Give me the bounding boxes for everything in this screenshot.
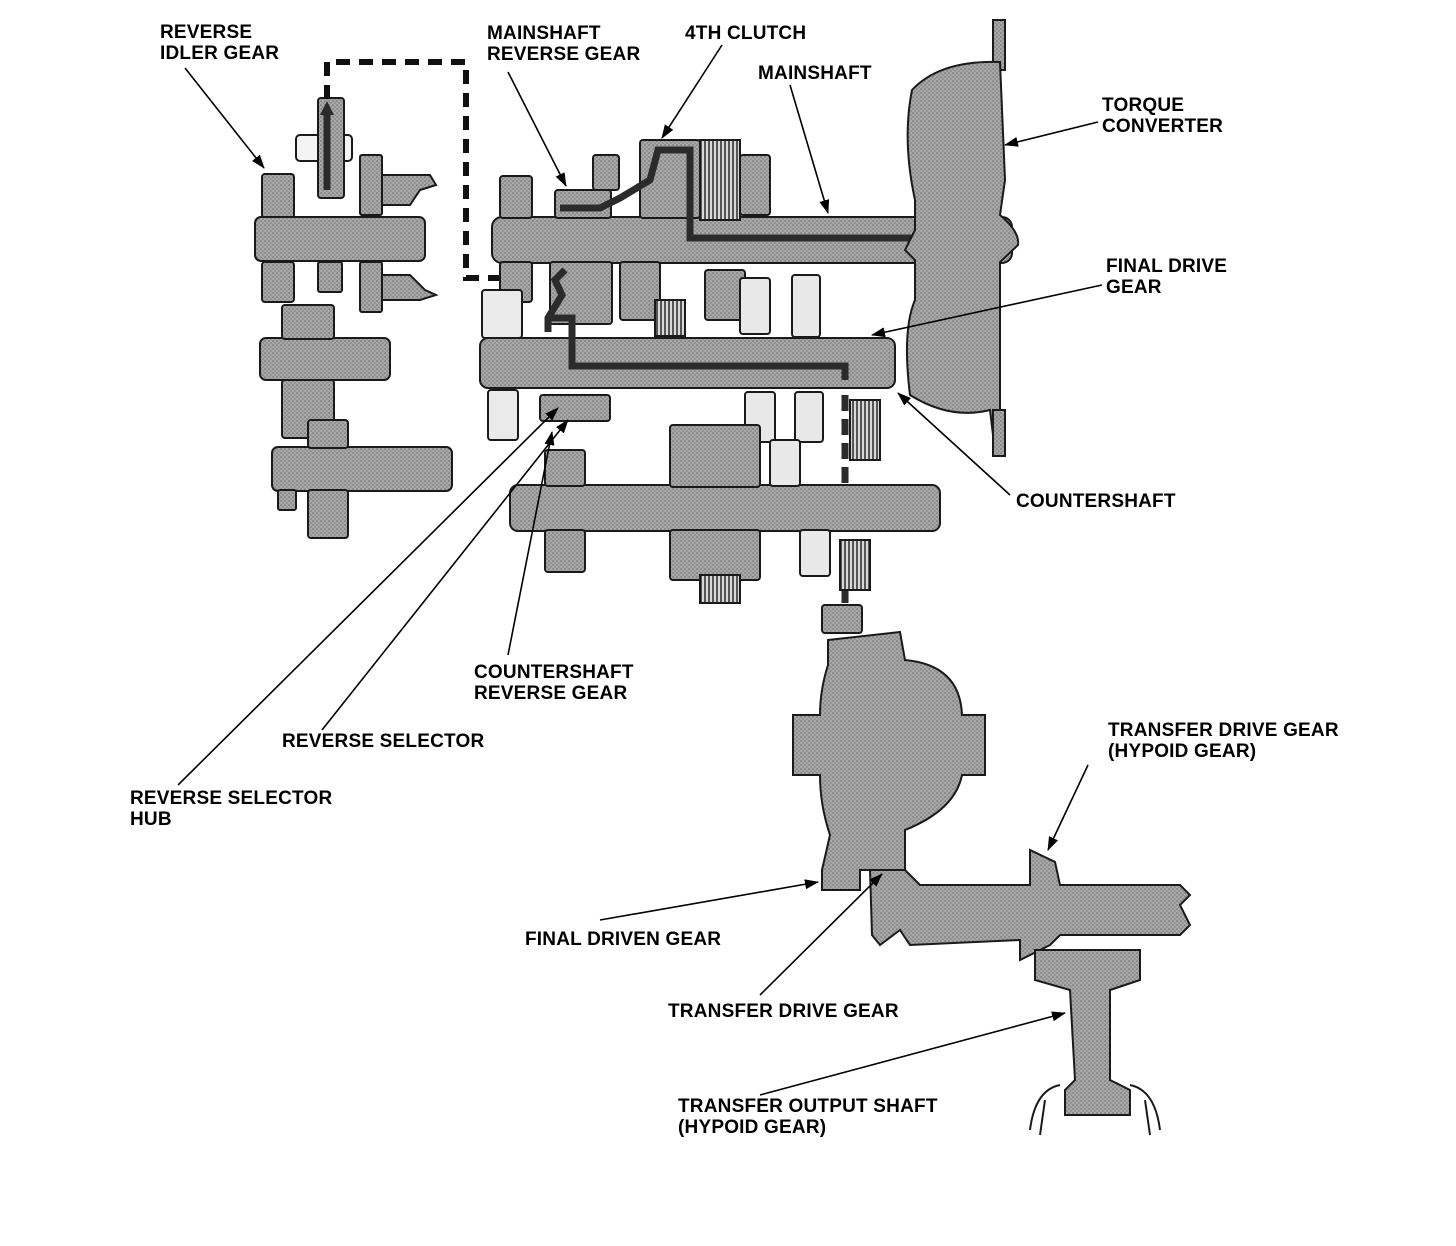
secondary-shaft-assembly	[509, 424, 941, 604]
label-final-driven-gear: FINAL DRIVEN GEAR	[525, 929, 722, 950]
label-transfer-drive-gear-hypoid: TRANSFER DRIVE GEAR (HYPOID GEAR)	[1108, 720, 1339, 762]
label-4th-clutch: 4TH CLUTCH	[685, 23, 807, 44]
left-shaft-assembly	[254, 97, 453, 539]
reverse-idler-dashed-path	[324, 59, 520, 281]
label-countershaft: COUNTERSHAFT	[1016, 491, 1176, 512]
differential-assembly	[792, 604, 986, 891]
label-transfer-output-shaft: TRANSFER OUTPUT SHAFT (HYPOID GEAR)	[678, 1096, 938, 1138]
label-final-drive-gear: FINAL DRIVE GEAR	[1106, 256, 1228, 298]
label-transfer-drive-gear: TRANSFER DRIVE GEAR	[668, 1001, 899, 1022]
label-reverse-idler-gear: REVERSE IDLER GEAR	[160, 22, 280, 64]
mainshaft-power-flow	[560, 146, 1000, 242]
countershaft-power-flow	[544, 267, 849, 380]
label-mainshaft: MAINSHAFT	[758, 63, 872, 84]
label-reverse-selector: REVERSE SELECTOR	[282, 731, 485, 752]
label-countershaft-reverse-gear: COUNTERSHAFT REVERSE GEAR	[474, 662, 634, 704]
label-reverse-selector-hub: REVERSE SELECTOR HUB	[130, 788, 333, 830]
leader-lines	[177, 44, 1103, 1096]
label-mainshaft-reverse-gear: MAINSHAFT REVERSE GEAR	[487, 23, 641, 65]
transfer-assembly	[868, 848, 1192, 1136]
label-torque-converter: TORQUE CONVERTER	[1102, 95, 1224, 137]
torque-converter	[903, 19, 1020, 457]
